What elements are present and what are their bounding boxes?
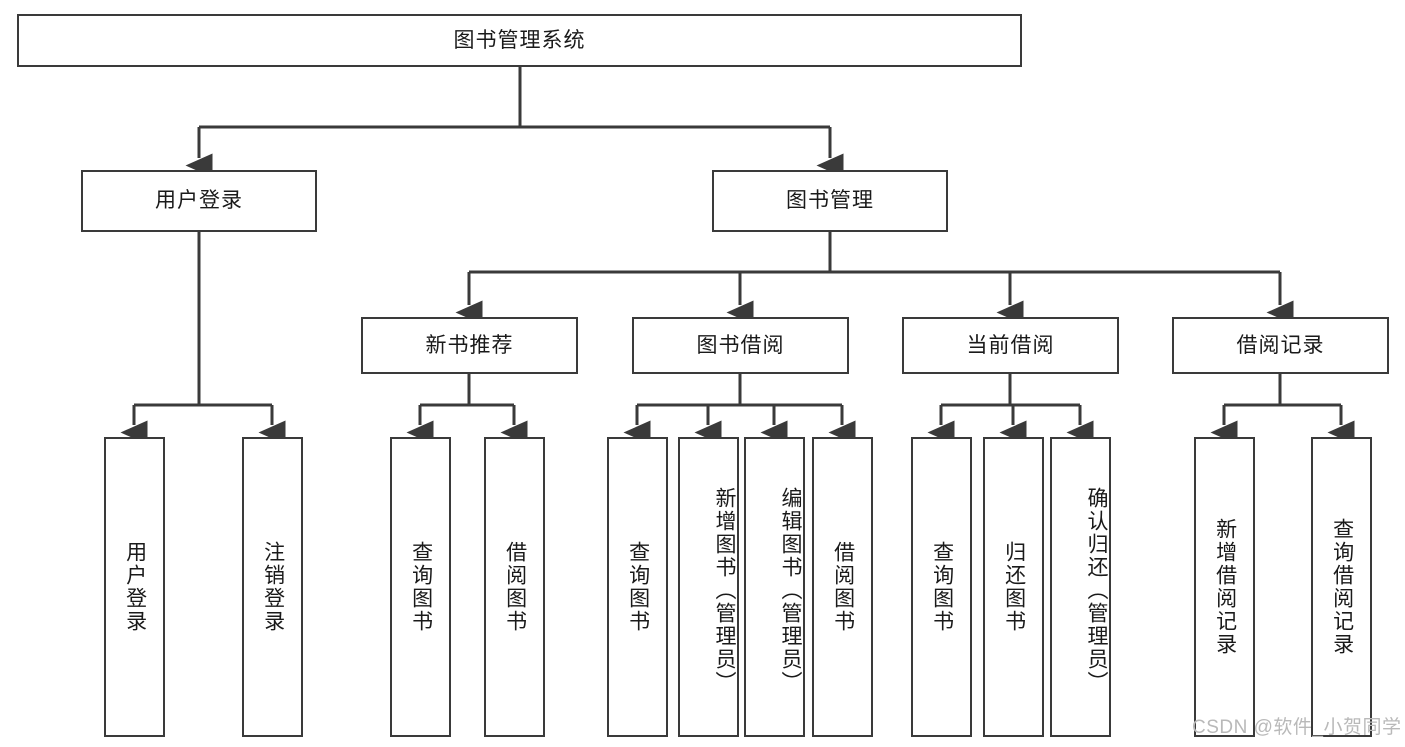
node-root-root[interactable]: 图书管理系统 bbox=[17, 14, 1022, 67]
node-level3-new-book-recommend[interactable]: 新书推荐 bbox=[361, 317, 578, 374]
node-leaf-leaf-confirm-return-admin[interactable]: 确认归还（管理员） bbox=[1050, 437, 1111, 737]
node-leaf-leaf-query-borrow-record[interactable]: 查询借阅记录 bbox=[1311, 437, 1372, 737]
node-leaf-leaf-add-book-admin[interactable]: 新增图书（管理员） bbox=[678, 437, 739, 737]
node-leaf-leaf-query-book-2[interactable]: 查询图书 bbox=[607, 437, 668, 737]
node-label: 借阅图书 bbox=[831, 541, 855, 633]
node-label: 借阅图书 bbox=[503, 541, 527, 633]
node-leaf-leaf-query-book-1[interactable]: 查询图书 bbox=[390, 437, 451, 737]
node-leaf-leaf-borrow-book-2[interactable]: 借阅图书 bbox=[812, 437, 873, 737]
node-label: 确认归还（管理员） bbox=[1085, 486, 1108, 694]
node-label: 新增图书（管理员） bbox=[713, 486, 736, 694]
node-label: 当前借阅 bbox=[966, 333, 1055, 357]
node-label: 查询借阅记录 bbox=[1330, 518, 1354, 656]
node-label: 注销登录 bbox=[261, 541, 285, 633]
node-label: 查询图书 bbox=[930, 541, 954, 633]
node-label: 查询图书 bbox=[626, 541, 650, 633]
node-label: 查询图书 bbox=[409, 541, 433, 633]
node-label: 编辑图书（管理员） bbox=[779, 486, 802, 694]
node-level3-book-borrow[interactable]: 图书借阅 bbox=[632, 317, 849, 374]
node-label: 用户登录 bbox=[123, 541, 147, 633]
node-leaf-leaf-user-login[interactable]: 用户登录 bbox=[104, 437, 165, 737]
node-label: 新增借阅记录 bbox=[1213, 518, 1237, 656]
node-leaf-leaf-edit-book-admin[interactable]: 编辑图书（管理员） bbox=[744, 437, 805, 737]
node-label: 借阅记录 bbox=[1236, 333, 1325, 357]
node-level2-user-login[interactable]: 用户登录 bbox=[81, 170, 317, 232]
node-level2-book-manage[interactable]: 图书管理 bbox=[712, 170, 948, 232]
node-label: 归还图书 bbox=[1002, 541, 1026, 633]
node-label: 图书借阅 bbox=[696, 333, 785, 357]
node-leaf-leaf-logout[interactable]: 注销登录 bbox=[242, 437, 303, 737]
node-label: 用户登录 bbox=[155, 189, 243, 213]
node-leaf-leaf-borrow-book-1[interactable]: 借阅图书 bbox=[484, 437, 545, 737]
node-leaf-leaf-return-book[interactable]: 归还图书 bbox=[983, 437, 1044, 737]
node-label: 图书管理 bbox=[786, 189, 874, 213]
node-leaf-leaf-add-borrow-record[interactable]: 新增借阅记录 bbox=[1194, 437, 1255, 737]
node-label: 图书管理系统 bbox=[453, 28, 586, 52]
csdn-watermark: CSDN @软件_小贺同学 bbox=[1192, 717, 1402, 738]
node-label: 新书推荐 bbox=[425, 333, 514, 357]
node-level3-borrow-record[interactable]: 借阅记录 bbox=[1172, 317, 1389, 374]
node-leaf-leaf-query-book-3[interactable]: 查询图书 bbox=[911, 437, 972, 737]
node-level3-current-borrow[interactable]: 当前借阅 bbox=[902, 317, 1119, 374]
